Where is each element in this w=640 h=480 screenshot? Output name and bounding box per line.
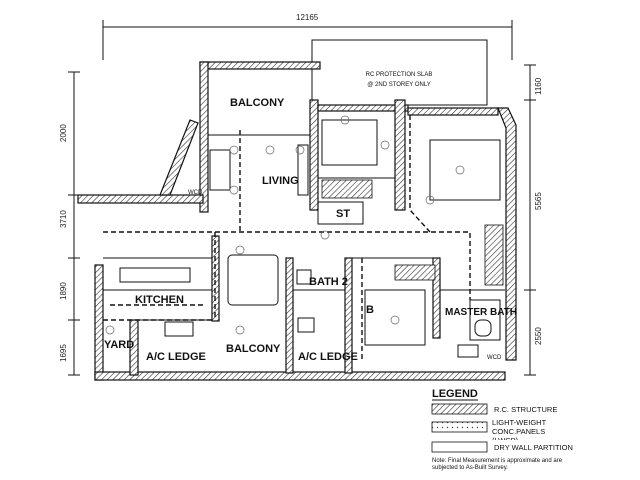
room-label-yard: YARD [104, 339, 134, 351]
room-label-kitchen: KITCHEN [135, 294, 184, 306]
legend-label-rc: R.C. STRUCTURE [494, 405, 557, 414]
sofa-icon [209, 149, 231, 191]
overall-width-dimension: 12165 [296, 13, 319, 22]
room-label-ac-ledge-right: A/C LEDGE [298, 351, 358, 363]
room-label-bath2: BATH 2 [309, 276, 348, 288]
left-dimension-1: 2000 [59, 124, 68, 142]
room-label-living: LIVING [262, 175, 299, 187]
legend-label-drywall: DRY WALL PARTITION [494, 443, 573, 452]
rc-walls [77, 61, 517, 381]
wardrobe-icon-2 [484, 224, 504, 286]
toilet-icon-1 [296, 269, 312, 285]
tv-console-icon [297, 144, 309, 196]
wardrobe-icon-3 [394, 264, 436, 281]
legend-note-line1: Note: Final Measurement is approximate a… [432, 458, 563, 464]
bed-icon-1 [321, 119, 378, 166]
furniture [119, 119, 504, 358]
legend-swatch-rc [431, 403, 488, 415]
right-dimension-1: 1160 [534, 77, 543, 95]
room-label-balcony-top: BALCONY [230, 97, 285, 109]
dining-table-icon [227, 254, 279, 306]
legend-swatch-lwcp [431, 421, 488, 433]
bed-icon-3 [364, 289, 426, 346]
room-label-store: ST [336, 208, 350, 220]
dimension-lines [68, 20, 536, 376]
legend-title: LEGEND [432, 388, 478, 400]
slab-note-line2: @ 2ND STOREY ONLY [367, 82, 430, 88]
sink-icon [164, 321, 194, 337]
room-label-master-bath: MASTER BATH [445, 307, 517, 318]
right-dimension-2: 5565 [534, 192, 543, 210]
legend: LEGEND R.C. STRUCTURE LIGHT-WEIGHT CONC.… [431, 388, 573, 471]
basin-icon-1 [297, 317, 315, 333]
wc-label-living: WCD [188, 190, 203, 196]
left-dimension-3: 1890 [59, 282, 68, 300]
kitchen-counter-icon [119, 267, 191, 283]
room-label-ac-ledge-left: A/C LEDGE [146, 351, 206, 363]
legend-label-lwcp: LIGHT-WEIGHT CONC.PANELS (LWCP) [492, 418, 547, 440]
slab-note-line1: RC PROTECTION SLAB [366, 72, 433, 78]
legend-note-line2: subjected to As-Built Survey. [432, 465, 508, 471]
basin-icon-2 [457, 344, 479, 358]
light-points [105, 115, 465, 335]
left-dimension-2: 3710 [59, 210, 68, 228]
room-label-bedroom-letter: B [366, 304, 374, 316]
right-dimension-3: 2550 [534, 327, 543, 345]
room-label-balcony-bottom: BALCONY [226, 343, 281, 355]
toilet-icon-2 [474, 319, 492, 337]
wc-label-master: WCD [487, 355, 502, 361]
left-dimension-4: 1695 [59, 344, 68, 362]
bed-icon-2 [429, 139, 501, 201]
ceiling-lines [103, 115, 471, 360]
wardrobe-icon-1 [321, 179, 373, 199]
legend-swatch-drywall [431, 441, 488, 453]
